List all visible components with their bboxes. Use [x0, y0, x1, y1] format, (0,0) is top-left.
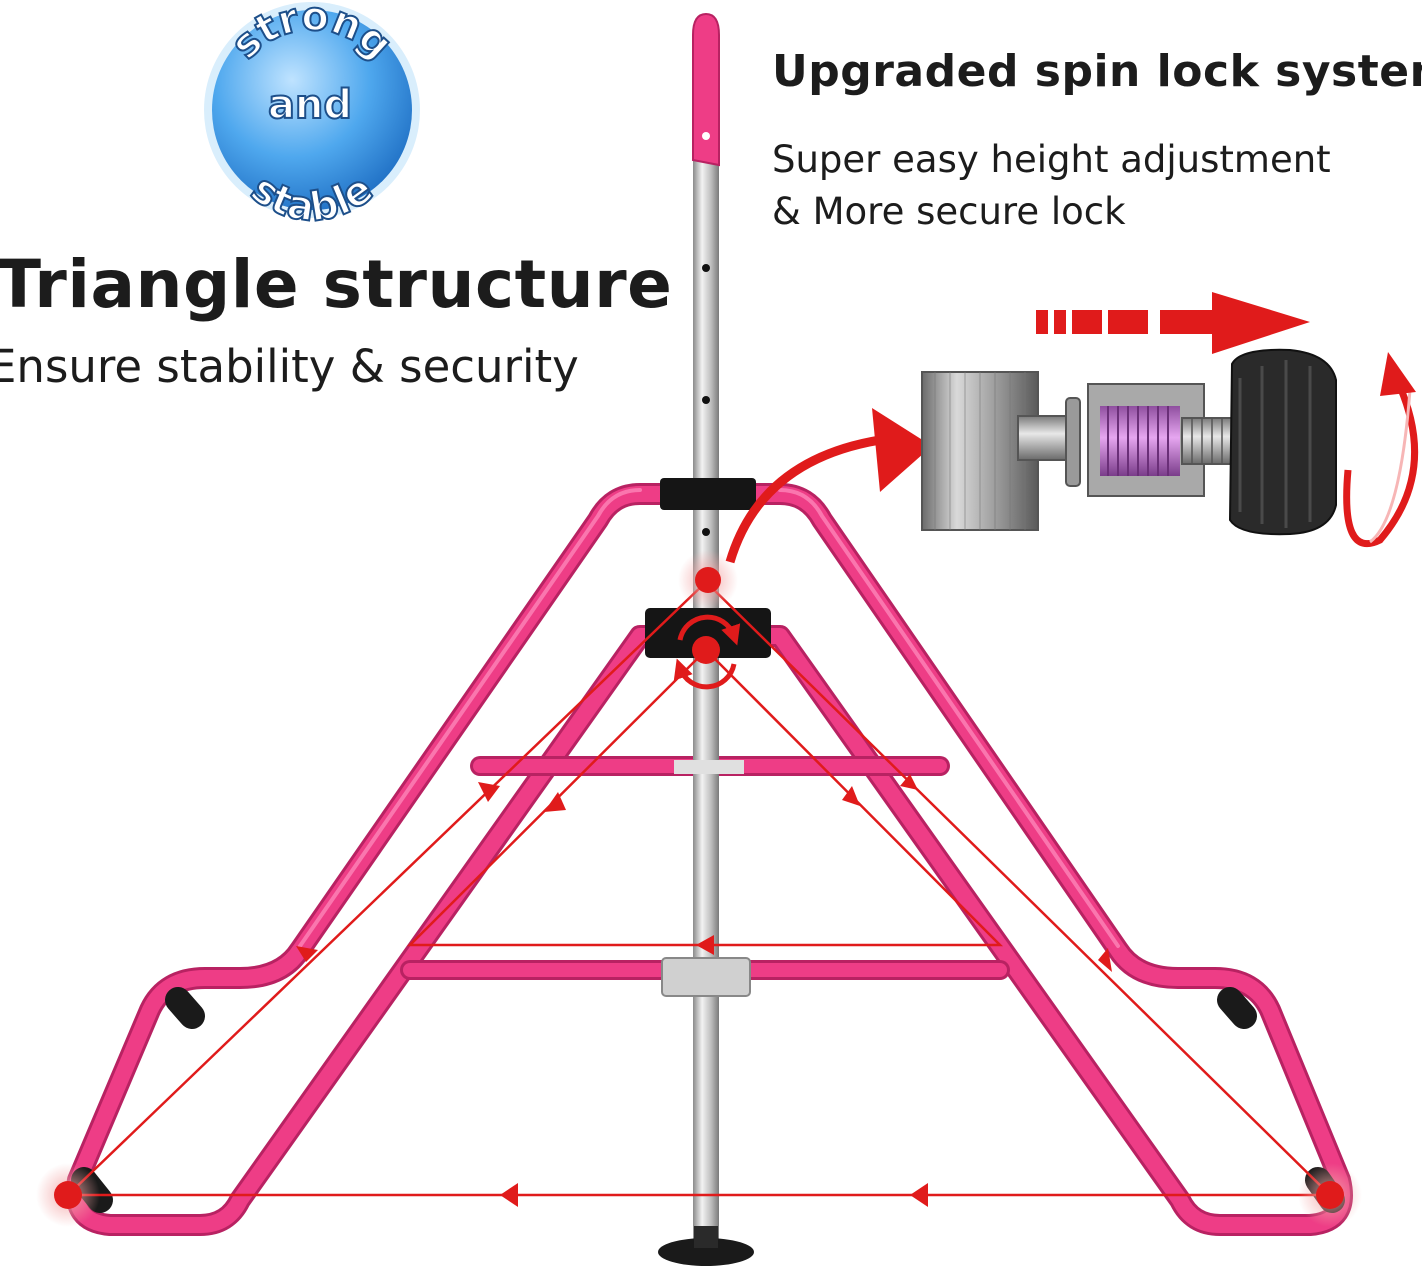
badge-middle-word: and	[268, 82, 352, 128]
knob-icon	[1228, 348, 1337, 536]
strong-and-stable-badge: strong and stable	[204, 0, 420, 232]
spin-lock-line-1: Super easy height adjustment	[772, 138, 1331, 181]
spin-lock-closeup	[921, 348, 1337, 536]
callout-arrow	[725, 408, 932, 564]
push-direction-arrow	[1036, 292, 1310, 354]
structure-title: Triangle structure	[0, 246, 673, 323]
spin-lock-line-2: & More secure lock	[772, 190, 1126, 233]
rotate-direction-icon	[1343, 352, 1419, 548]
joint-markers	[36, 550, 1362, 1227]
structure-subtitle: Ensure stability & security	[0, 340, 579, 393]
spin-lock-title: Upgraded spin lock system	[772, 46, 1422, 97]
height-adjustable-pole	[645, 12, 771, 1266]
direction-arrows	[296, 774, 1112, 1207]
